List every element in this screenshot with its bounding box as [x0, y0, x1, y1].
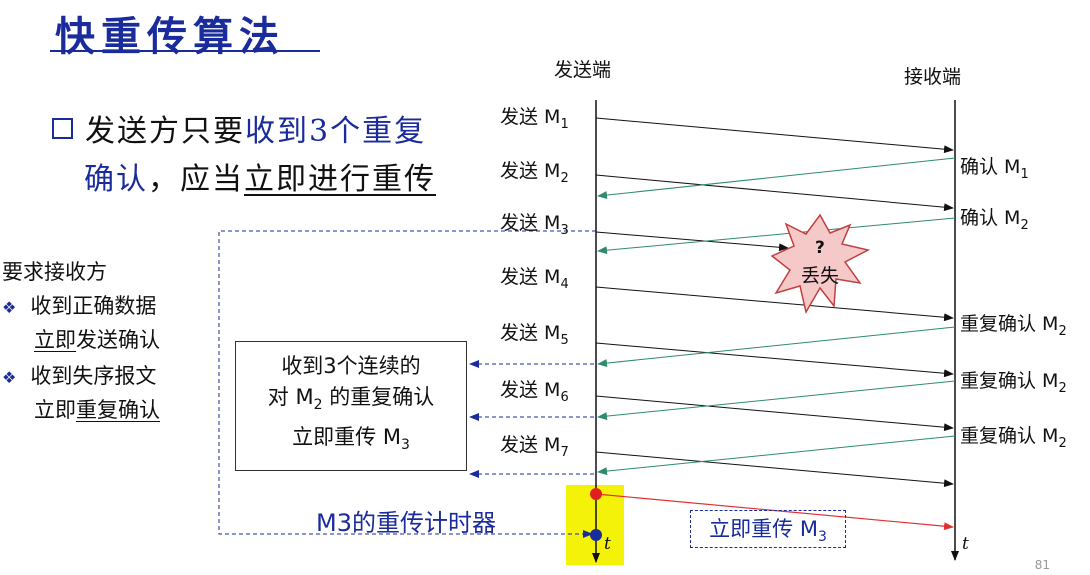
send-label-m4: 发送 M4 [500, 266, 569, 292]
main-point-line1: 发送方只要收到3个重复 [52, 106, 426, 150]
requirement-item-2-prefix: 立即 [34, 398, 76, 422]
ack-m1-arrow [597, 157, 956, 200]
requirement-item-2-underline: 重复确认 [76, 398, 160, 422]
title-underline [50, 50, 320, 52]
retransmit-start-dot [590, 488, 602, 500]
segment-m3-arrow [595, 231, 789, 252]
receiver-time-label: t [962, 534, 969, 554]
main-point-prefix: 发送方只要 [85, 114, 245, 149]
timer-end-dot [590, 529, 602, 541]
dup-ack-label-3: 重复确认 M2 [960, 425, 1067, 451]
requirements-heading: 要求接收方 [2, 260, 107, 284]
requirement-item-1-line2: 立即发送确认 [34, 324, 160, 354]
requirement-item-1-rest: 发送确认 [76, 328, 160, 352]
page-title: 快重传算法 [55, 13, 285, 60]
lost-label: 丢失 [801, 265, 840, 287]
diamond-bullet-icon: ❖ [2, 368, 17, 387]
retransmit-label: 立即重传 M3 [709, 516, 827, 546]
ack-label-m1: 确认 M1 [960, 156, 1029, 182]
square-bullet-icon [52, 118, 73, 139]
send-label-m3: 发送 M3 [500, 212, 569, 238]
requirement-item-1: ❖ 收到正确数据 [2, 290, 156, 320]
main-point-line2: 确认，应当立即进行重传 [84, 154, 436, 198]
main-point-underline: 立即进行重传 [244, 162, 436, 197]
dup-ack-2-arrow [597, 380, 956, 421]
send-label-m5: 发送 M5 [500, 322, 569, 348]
segment-m6-arrow [595, 395, 954, 432]
main-point-mid: ，应当 [148, 162, 244, 197]
segment-m4-arrow [595, 286, 954, 322]
lost-burst-icon [770, 213, 871, 315]
requirement-item-1-underline: 立即 [34, 328, 76, 352]
note-line-1: 收到3个连续的 [281, 354, 421, 379]
receiver-header: 接收端 [904, 66, 962, 88]
send-label-m2: 发送 M2 [500, 160, 569, 186]
sender-header: 发送端 [554, 59, 612, 81]
dup-ack-1-arrow [597, 326, 956, 368]
send-label-m1: 发送 M1 [500, 106, 569, 132]
main-point-highlight: 收到3个重复 [245, 114, 427, 149]
timer-label: M3的重传计时器 [316, 509, 496, 537]
requirement-item-2-line1: 收到失序报文 [30, 364, 157, 388]
timer-dashed-path [218, 230, 596, 538]
note-line-3: 立即重传 M3 [292, 424, 410, 453]
requirement-item-1-line1: 收到正确数据 [30, 294, 157, 318]
dup-ack-label-1: 重复确认 M2 [960, 313, 1067, 339]
sender-time-label: t [604, 534, 611, 554]
segment-m7-arrow [595, 451, 954, 488]
dup-ack-label-2: 重复确认 M2 [960, 370, 1067, 396]
send-label-m6: 发送 M6 [500, 379, 569, 405]
requirement-item-2-line2: 立即重复确认 [34, 394, 160, 424]
note-line-2: 对 M2 的重复确认 [267, 385, 435, 414]
retransmit-label-box: 立即重传 M3 [690, 510, 846, 548]
segment-m5-arrow [595, 342, 954, 378]
lost-question-mark: ? [815, 238, 825, 258]
page-number: 81 [1034, 558, 1050, 572]
segment-m2-arrow [595, 174, 954, 212]
segment-m1-arrow [595, 117, 954, 154]
diamond-bullet-icon: ❖ [2, 298, 17, 317]
ack-label-m2: 确认 M2 [960, 207, 1029, 233]
main-point-highlight-2: 确认 [84, 162, 148, 197]
dup-ack-note-box: 收到3个连续的 对 M2 的重复确认 立即重传 M3 [235, 341, 467, 471]
ack-m2-arrow [597, 217, 956, 255]
send-label-m7: 发送 M7 [500, 434, 569, 460]
requirement-item-2: ❖ 收到失序报文 [2, 360, 156, 390]
dup-ack-3-arrow [597, 435, 956, 476]
